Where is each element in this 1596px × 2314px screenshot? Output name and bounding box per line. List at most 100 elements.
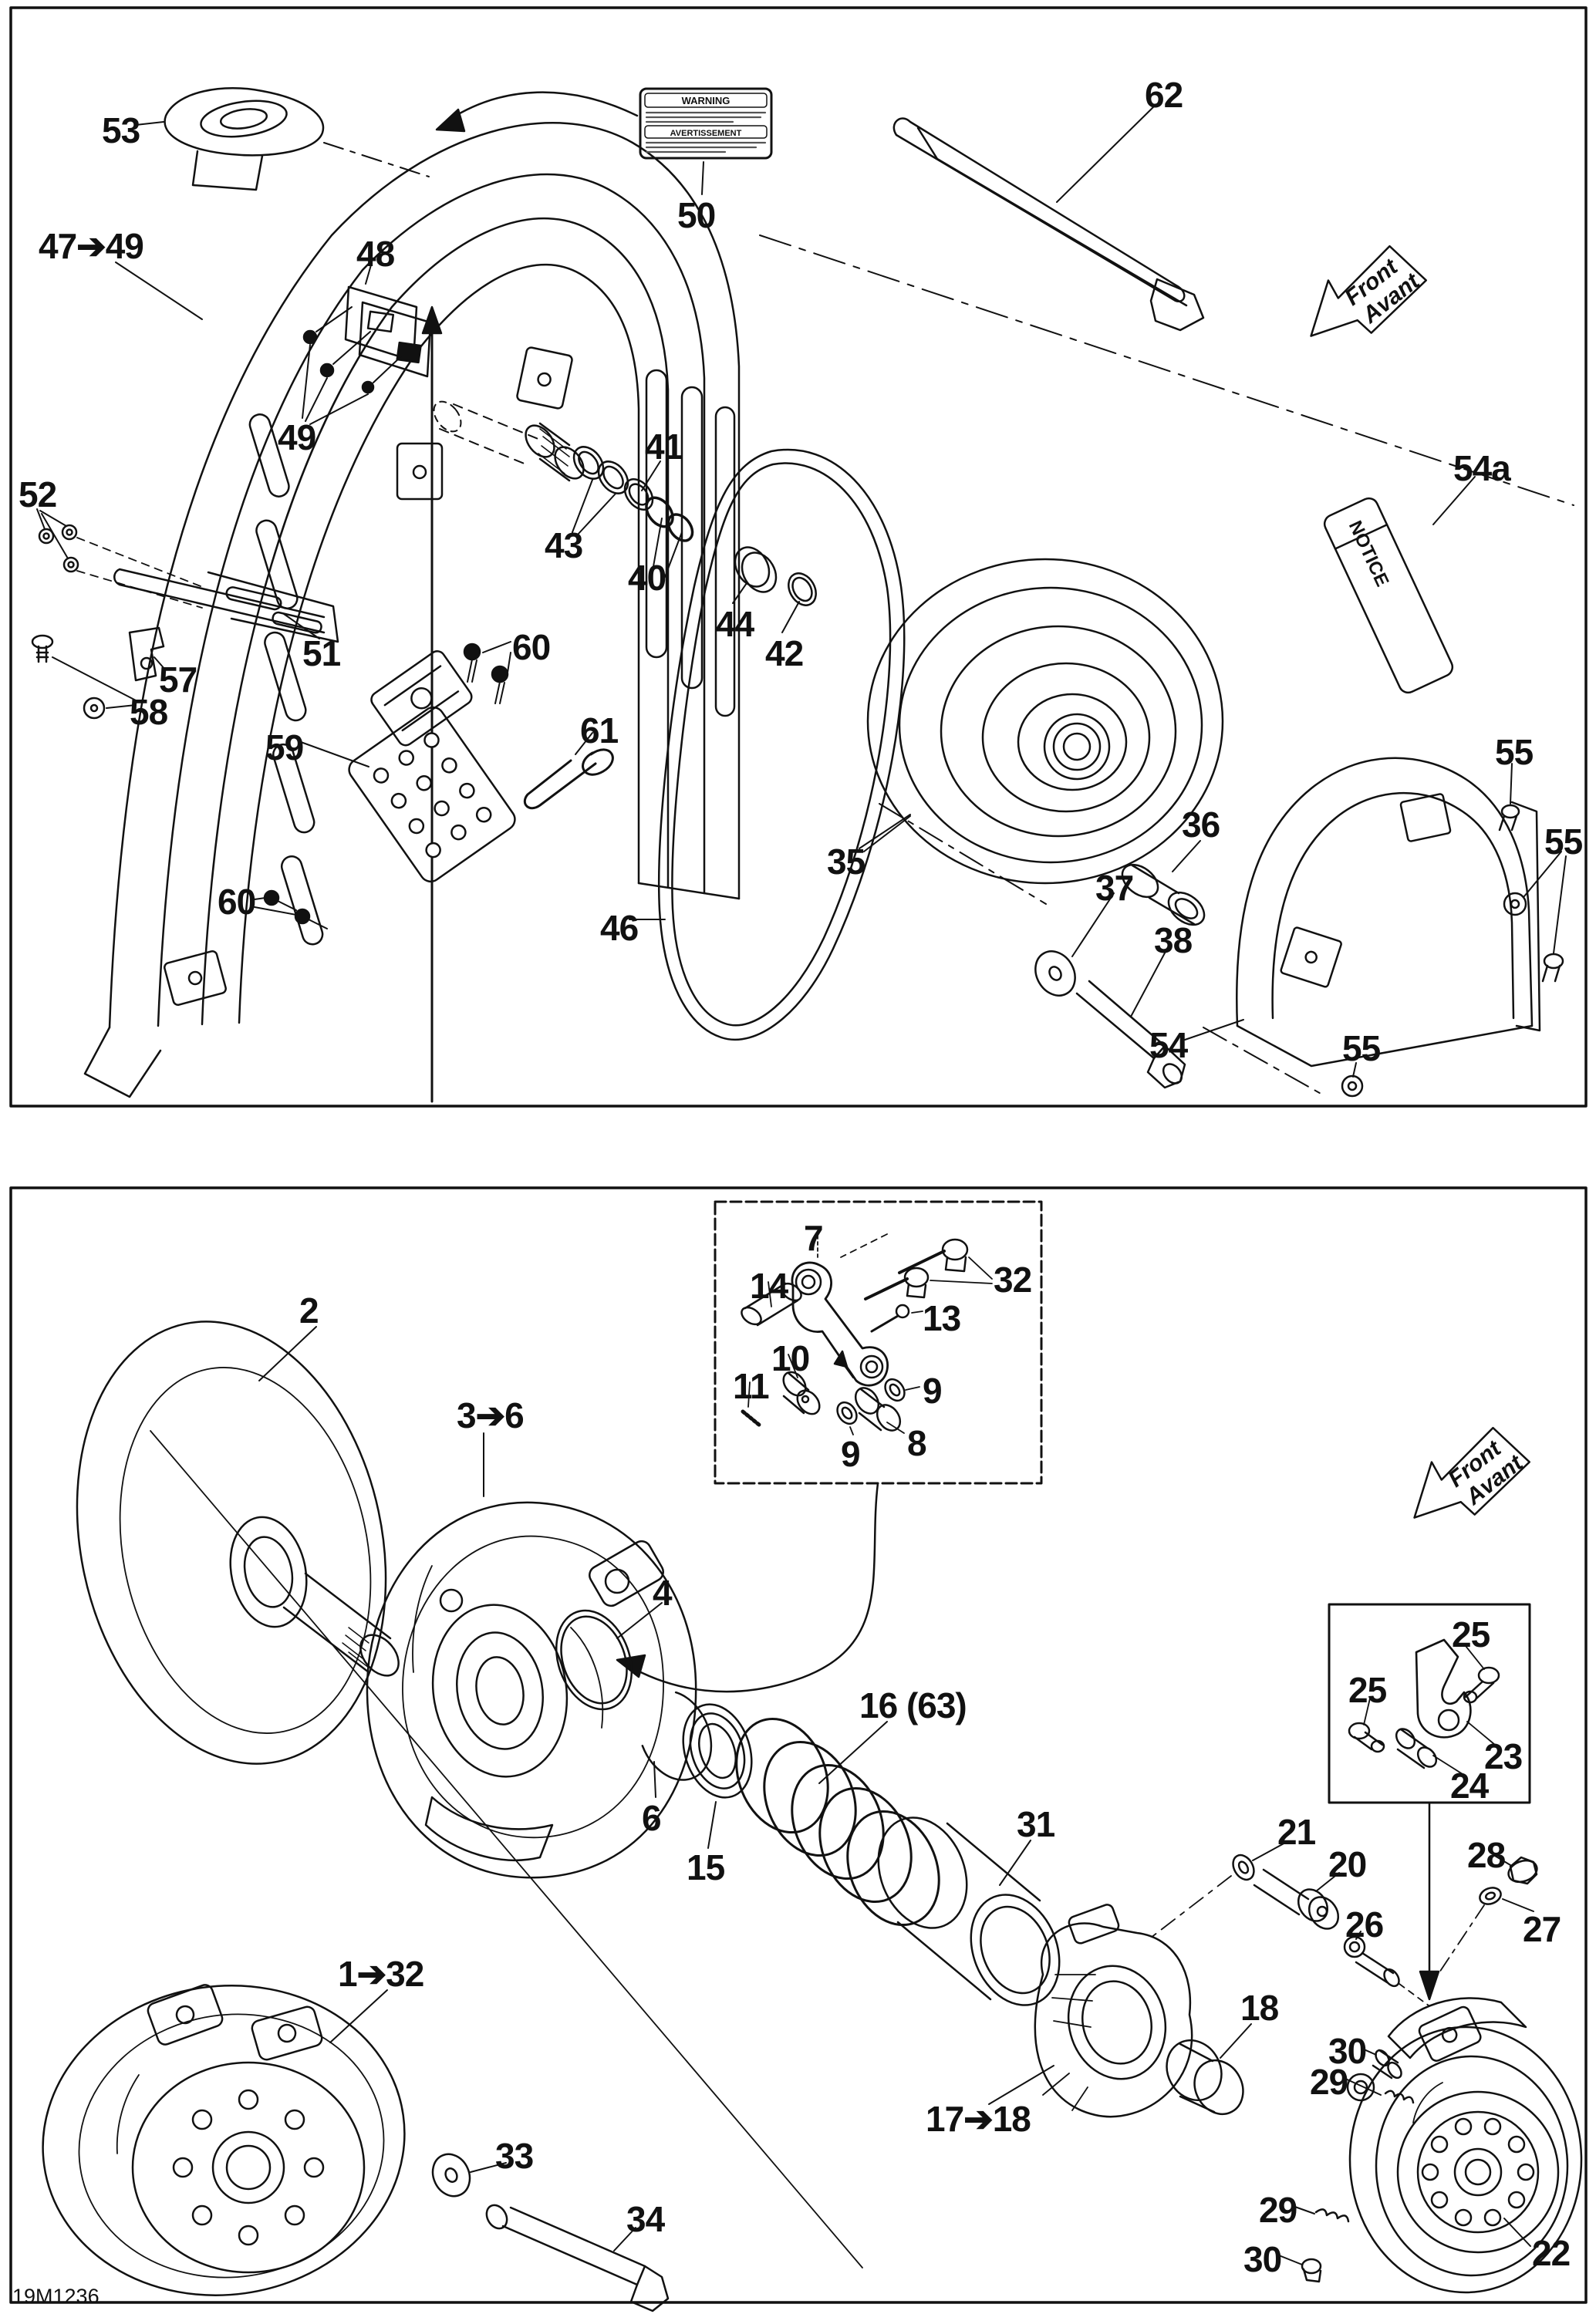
washer-bolt-37-38 xyxy=(1034,892,1186,1089)
callout-bottom-18: 18 xyxy=(1240,1988,1279,2028)
rings-44-42 xyxy=(732,546,817,633)
callout-bottom-2: 2 xyxy=(299,1290,319,1331)
axis-line-upper xyxy=(759,234,1574,506)
callout-top-53: 53 xyxy=(102,110,140,150)
callout-top-59: 59 xyxy=(265,727,304,767)
callout-bottom-29: 29 xyxy=(1259,2190,1297,2230)
callout-bottom-29: 29 xyxy=(1310,2062,1348,2102)
callout-bottom-25: 25 xyxy=(1452,1614,1490,1655)
callout-bottom-8: 8 xyxy=(907,1423,927,1463)
drive-belt xyxy=(629,448,906,1041)
callout-bottom-25: 25 xyxy=(1348,1670,1387,1710)
callout-top-42: 42 xyxy=(765,633,804,673)
callout-top-58: 58 xyxy=(130,692,168,732)
callout-bottom-33: 33 xyxy=(495,2136,534,2176)
callout-top-52: 52 xyxy=(19,474,57,514)
callout-bottom-28: 28 xyxy=(1467,1835,1506,1875)
callout-top-36: 36 xyxy=(1182,805,1220,845)
callout-bottom-22: 22 xyxy=(1532,2233,1571,2273)
callout-bottom-9: 9 xyxy=(923,1371,943,1411)
callout-bottom-1➔32: 1➔32 xyxy=(338,1954,424,1994)
callout-top-38: 38 xyxy=(1154,920,1193,960)
sliding-sheave-assembly xyxy=(366,1432,697,1879)
washer-bolt-21-20 xyxy=(1150,1841,1340,1938)
callout-top-57: 57 xyxy=(159,659,197,700)
callout-top-44: 44 xyxy=(716,604,754,644)
belt-holder-strap xyxy=(892,104,1205,332)
callout-bottom-7: 7 xyxy=(804,1218,824,1258)
callout-bottom-11: 11 xyxy=(733,1366,770,1406)
callout-bottom-27: 27 xyxy=(1523,1909,1561,1949)
callout-bottom-21: 21 xyxy=(1277,1812,1316,1852)
install-arrow xyxy=(421,305,443,1103)
roller-36 xyxy=(1121,840,1206,926)
nut-washer-28-27 xyxy=(1437,1855,1538,1975)
callout-top-37: 37 xyxy=(1095,868,1134,908)
callout-bottom-10: 10 xyxy=(771,1338,810,1378)
latch-57-58 xyxy=(31,626,166,720)
inset-box-lever xyxy=(1328,1603,1531,2001)
callout-top-50: 50 xyxy=(677,195,716,235)
callout-top-60: 60 xyxy=(218,882,256,922)
callout-top-46: 46 xyxy=(600,908,639,948)
rings-4-6-15 xyxy=(555,1602,753,1849)
guard-plates xyxy=(302,261,432,425)
guard-handle xyxy=(135,87,430,191)
callout-top-55: 55 xyxy=(1342,1028,1381,1068)
callout-bottom-23: 23 xyxy=(1484,1736,1523,1776)
axis-line-lower xyxy=(879,803,1047,905)
callout-bottom-24: 24 xyxy=(1450,1766,1489,1806)
warning-title-fr: AVERTISSEMENT xyxy=(670,129,742,138)
bushing-18 xyxy=(1166,2023,1252,2116)
callout-bottom-30: 30 xyxy=(1243,2239,1282,2279)
bottom-panel-frame xyxy=(9,1186,1588,2304)
top-leaders xyxy=(115,261,911,852)
callout-bottom-15: 15 xyxy=(687,1847,725,1887)
driven-clutch xyxy=(1346,1997,1583,2294)
callout-bottom-9: 9 xyxy=(841,1434,861,1474)
callout-bottom-6: 6 xyxy=(642,1798,662,1838)
callout-bottom-3➔6: 3➔6 xyxy=(457,1395,525,1435)
callout-top-35: 35 xyxy=(827,842,865,882)
driven-pulley xyxy=(859,558,1224,885)
belt-guard-arch xyxy=(83,122,741,1098)
callout-top-62: 62 xyxy=(1145,75,1183,115)
bracket-51 xyxy=(36,508,339,643)
callout-bottom-26: 26 xyxy=(1345,1904,1384,1945)
top-panel-frame xyxy=(9,6,1588,1108)
callout-bottom-17➔18: 17➔18 xyxy=(926,2099,1031,2139)
warning-title-en: WARNING xyxy=(682,95,731,106)
callout-bottom-13: 13 xyxy=(923,1298,961,1338)
callout-bottom-34: 34 xyxy=(626,2199,665,2239)
callout-top-51: 51 xyxy=(302,633,341,673)
callout-top-60: 60 xyxy=(512,627,551,667)
callout-top-43: 43 xyxy=(545,525,583,565)
callout-bottom-32: 32 xyxy=(994,1260,1032,1300)
leader-54a xyxy=(1432,476,1476,525)
callout-top-47➔49: 47➔49 xyxy=(39,226,144,266)
rear-guard xyxy=(1184,757,1567,1098)
front-arrow-bottom: Front Avant xyxy=(1413,1426,1531,1519)
callout-top-49: 49 xyxy=(278,417,316,457)
clutch-spring xyxy=(735,1717,940,1927)
callout-top-54: 54 xyxy=(1149,1025,1188,1065)
warning-label: WARNING AVERTISSEMENT xyxy=(435,87,773,195)
callout-top-55: 55 xyxy=(1544,821,1583,862)
callout-top-40: 40 xyxy=(628,558,666,598)
bolt-26 xyxy=(1343,1931,1429,2006)
front-arrow-top: Front Avant xyxy=(1310,245,1428,337)
callout-bottom-31: 31 xyxy=(1017,1804,1055,1844)
fixed-sheave xyxy=(76,1321,400,1765)
latch-59 xyxy=(254,641,614,929)
reference-line xyxy=(150,1430,863,2268)
document-code: 19M1236 xyxy=(12,2285,100,2308)
callout-top-48: 48 xyxy=(356,234,395,274)
pin-spring-lower xyxy=(1278,2205,1350,2283)
notice-sticker: NOTICE xyxy=(1323,497,1454,694)
washer-bolt-33-34 xyxy=(431,2153,670,2312)
callout-bottom-30: 30 xyxy=(1328,2031,1367,2071)
pin-spring-upper xyxy=(1343,2048,1415,2104)
callout-bottom-16(63): 16 (63) xyxy=(859,1685,967,1725)
